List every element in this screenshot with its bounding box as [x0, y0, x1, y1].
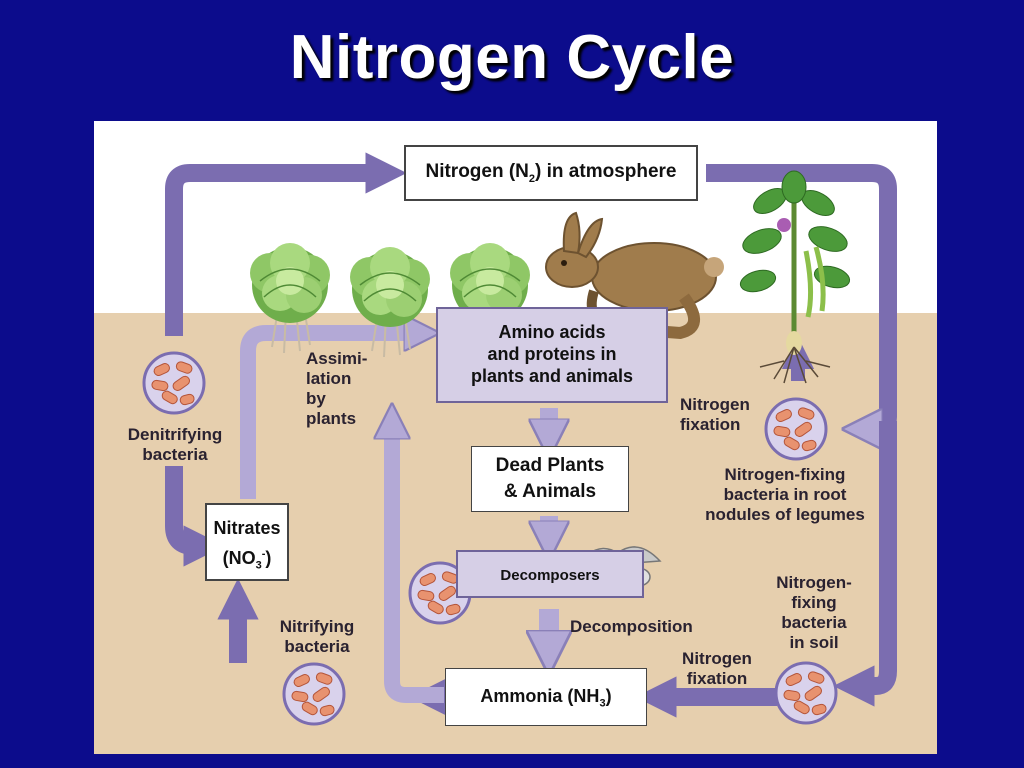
- nitrates-box: Nitrates (NO3-): [205, 503, 289, 581]
- root-nodule-bacteria-icon: [764, 397, 828, 461]
- arrow-ammonia-to-plants: [392, 421, 444, 703]
- denitrifying-label: Denitrifying bacteria: [127, 425, 223, 464]
- denitrifying-bacteria-icon: [142, 351, 206, 415]
- cycle-illustration: [142, 152, 897, 754]
- root-nodules-label: Nitrogen-fixing bacteria in root nodules…: [705, 465, 865, 524]
- diagram-panel: Nitrogen (N2) in atmosphere Amino acids …: [94, 121, 937, 754]
- decomposers-box: Decomposers: [456, 550, 644, 598]
- nitrogen-fixation-top-label: Nitrogen fixation: [680, 395, 750, 434]
- arrow-to-atmosphere: [165, 152, 407, 336]
- legume-plant-icon: [739, 170, 851, 384]
- dead-plants-box: Dead Plants & Animals: [471, 446, 629, 512]
- atmosphere-box: Nitrogen (N2) in atmosphere: [404, 145, 698, 201]
- assimilation-label: Assimi- lation by plants: [306, 349, 368, 428]
- nitrogen-fixation-bottom-label: Nitrogen fixation: [682, 649, 752, 688]
- nitrifying-bacteria-icon: [282, 662, 346, 726]
- slide-title: Nitrogen Cycle: [289, 23, 735, 92]
- soil-bacteria-label: Nitrogen- fixing bacteria in soil: [776, 573, 852, 652]
- ammonia-box: Ammonia (NH3): [445, 668, 647, 726]
- arrow-nitrates-to-amino: [240, 333, 422, 499]
- arrow-to-nitrates: [165, 466, 225, 567]
- decomposition-label: Decomposition: [570, 617, 693, 636]
- nitrifying-label: Nitrifying bacteria: [279, 617, 355, 656]
- amino-acids-box: Amino acids and proteins in plants and a…: [436, 307, 668, 403]
- soil-bacteria-icon: [774, 661, 838, 725]
